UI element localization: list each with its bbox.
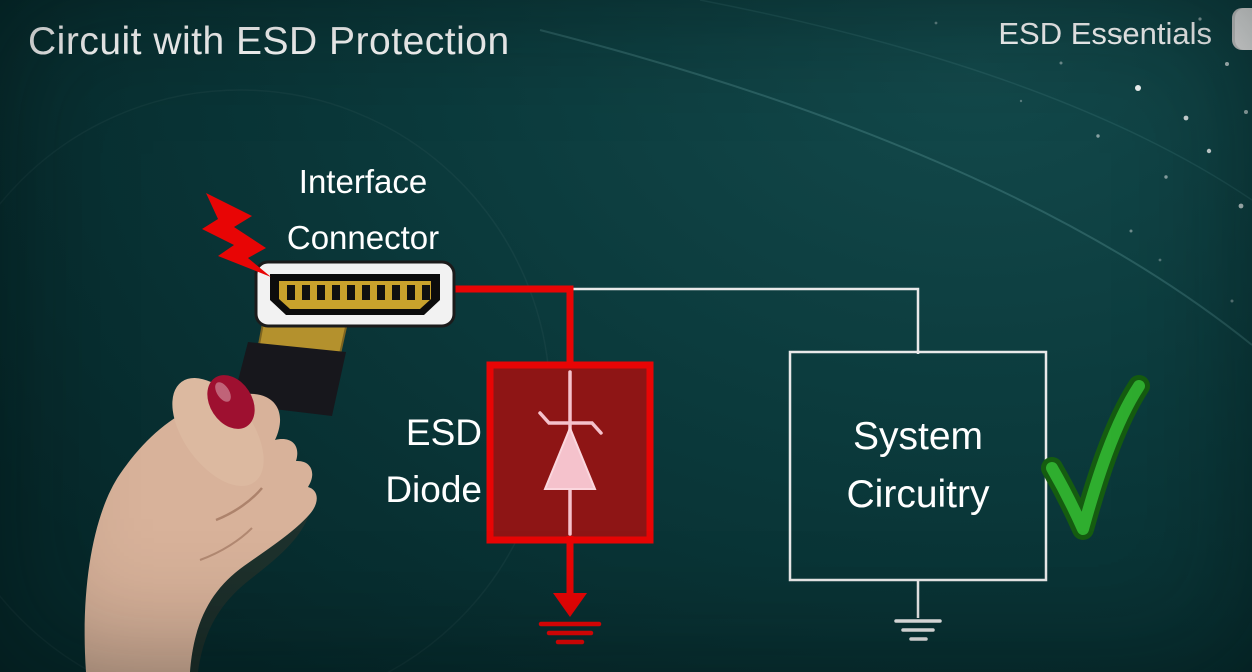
thumb-nail: [207, 375, 255, 429]
thumb-nail-highlight: [215, 382, 231, 402]
knuckle-crease-2: [199, 527, 253, 561]
knuckle-crease: [215, 487, 263, 522]
system-circuitry-label-line2: Circuitry: [846, 473, 990, 516]
check-stroke: [1046, 380, 1145, 535]
lightning-bolt-icon: [202, 193, 271, 277]
wire-connector-to-diode: [446, 285, 574, 370]
diode-symbol-zener-bar: [538, 411, 603, 435]
background-stars: [934, 17, 1248, 303]
thumb: [172, 378, 264, 486]
interface-connector-graphic: [254, 260, 456, 328]
channel-logo-partial: [1232, 8, 1252, 50]
hand-shading: [190, 515, 309, 672]
ground-icon-system: [894, 619, 942, 641]
interface-connector-label-line1: Interface: [298, 163, 428, 200]
hand-photo: [84, 375, 317, 672]
page-title: Circuit with ESD Protection: [28, 20, 510, 63]
brand-text: ESD Essentials: [998, 16, 1212, 51]
arrow-down-icon: [553, 593, 587, 617]
esd-diode-label: ESD Diode: [300, 404, 482, 518]
diode-symbol-triangle: [543, 425, 597, 490]
wire-connector-to-system: [450, 287, 920, 354]
system-circuitry-label-line1: System: [852, 415, 984, 458]
interface-connector-label: Interface Connector: [238, 154, 488, 266]
esd-diode-label-line1: ESD: [405, 412, 482, 453]
system-circuitry-label: System Circuitry: [790, 352, 1046, 580]
interface-connector-label-line2: Connector: [286, 219, 440, 256]
connector-pins: [287, 285, 430, 300]
esd-diode-label-line2: Diode: [385, 469, 482, 510]
ground-icon-diode: [538, 621, 602, 645]
check-icon: [1041, 375, 1150, 540]
